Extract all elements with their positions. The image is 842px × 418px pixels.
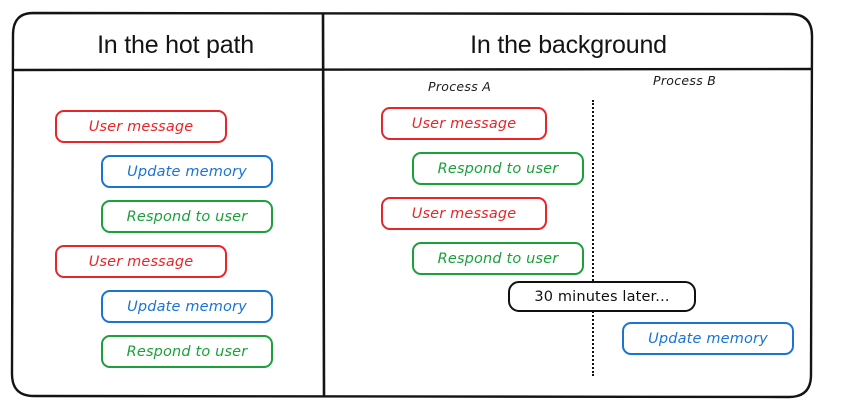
process-divider-dotted-line bbox=[592, 100, 594, 376]
process-a-step-1: User message bbox=[381, 107, 547, 140]
hot-path-step-6: Respond to user bbox=[101, 335, 273, 368]
time-gap-callout: 30 minutes later... bbox=[508, 281, 696, 312]
column-divider-line bbox=[321, 12, 326, 398]
header-divider-line bbox=[11, 67, 813, 72]
process-a-label: Process A bbox=[428, 79, 492, 94]
process-a-step-4: Respond to user bbox=[412, 242, 584, 275]
process-b-step-1: Update memory bbox=[622, 322, 794, 355]
process-a-step-3: User message bbox=[381, 197, 547, 230]
hot-path-step-4: User message bbox=[55, 245, 227, 278]
process-a-step-2: Respond to user bbox=[412, 152, 584, 185]
column-header-hot-path: In the hot path bbox=[97, 30, 254, 59]
hot-path-step-2: Update memory bbox=[101, 155, 273, 188]
hot-path-step-5: Update memory bbox=[101, 290, 273, 323]
hot-path-step-3: Respond to user bbox=[101, 200, 273, 233]
column-header-background: In the background bbox=[470, 30, 667, 59]
process-b-label: Process B bbox=[653, 73, 717, 88]
hot-path-step-1: User message bbox=[55, 110, 227, 143]
